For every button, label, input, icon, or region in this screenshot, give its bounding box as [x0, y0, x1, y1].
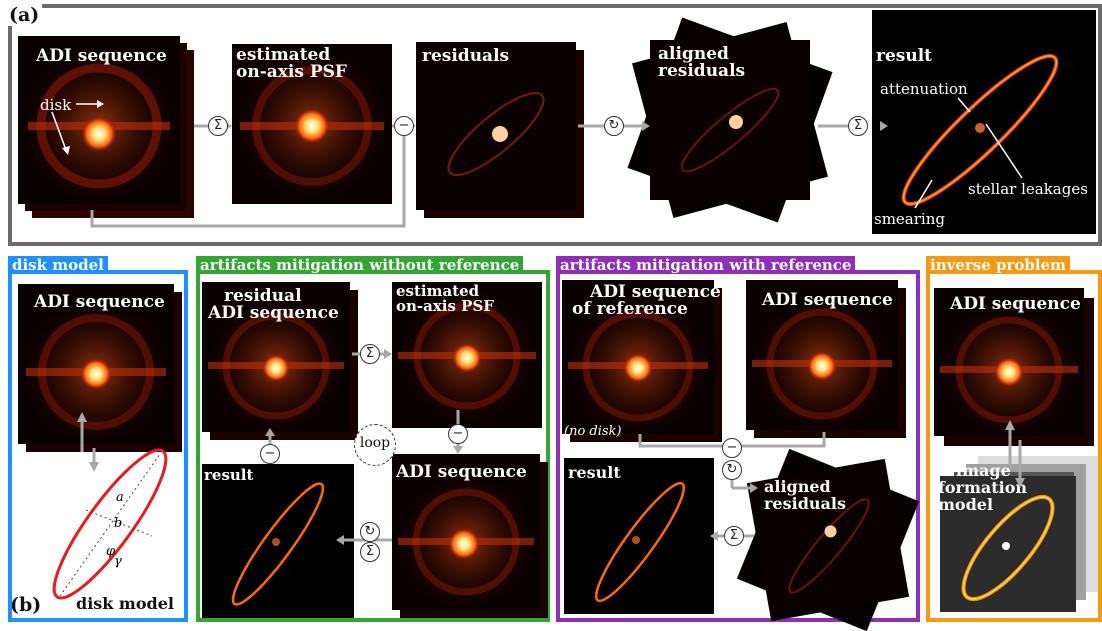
inverse-adi-label: ADI sequence [950, 294, 1081, 314]
residual-adi-label-2: ADI sequence [208, 303, 339, 323]
no-ref-adi-image [392, 454, 540, 610]
disk-annotation: disk [40, 96, 72, 114]
inverse-adi-image [934, 288, 1084, 436]
no-ref-psf-label-2: on-axis PSF [396, 297, 494, 315]
result-label: result [876, 46, 933, 66]
sum-operator: Σ [724, 526, 744, 546]
panel-a-label: (a) [6, 4, 43, 26]
no-disk-note: (no disk) [564, 424, 622, 439]
no-ref-title: artifacts mitigation without reference [196, 256, 524, 274]
minus-operator: − [260, 444, 280, 464]
residuals-label: residuals [422, 46, 510, 66]
disk-model-title: disk model [8, 256, 108, 274]
panel-b-label: (b) [8, 594, 44, 616]
with-ref-result-image [564, 458, 714, 614]
minus-operator: − [394, 116, 414, 136]
result-image [872, 10, 1096, 234]
psf-label-2: on-axis PSF [236, 62, 347, 82]
sum-operator: Σ [360, 344, 380, 364]
reference-label-1: ADI sequence [590, 282, 721, 302]
disk-gamma-label: γ [114, 554, 122, 569]
sum-operator: Σ [848, 116, 868, 136]
disk-phi-label: φ [106, 544, 116, 559]
panel-a-frame [8, 4, 1102, 246]
rotate-operator: ↻ [722, 460, 742, 480]
residual-adi-image [202, 282, 350, 432]
model-label-1: image [956, 461, 1011, 480]
loop-marker: loop [354, 424, 396, 466]
aligned-label-2: residuals [658, 61, 746, 81]
disk-model-caption: disk model [76, 594, 174, 613]
with-ref-aligned-label-2: residuals [764, 494, 846, 513]
sum-operator: Σ [360, 542, 380, 562]
with-ref-adi-image [746, 280, 898, 430]
psf-label-1: estimated [236, 45, 331, 65]
with-ref-result-label: result [568, 463, 621, 482]
with-ref-adi-label: ADI sequence [762, 290, 893, 310]
no-ref-result-image [202, 464, 354, 618]
aligned-residuals-image [650, 40, 810, 200]
adi-sequence-label: ADI sequence [36, 46, 167, 66]
residuals-image [416, 42, 576, 210]
disk-a-label: a [116, 490, 124, 505]
model-label-3: model [938, 495, 994, 514]
disk-model-adi-image [18, 284, 174, 444]
residual-adi-label-1: residual [224, 286, 302, 306]
no-ref-psf-image [392, 282, 542, 428]
sum-operator: Σ [208, 116, 228, 136]
minus-operator: − [722, 438, 742, 458]
inverse-title: inverse problem [926, 256, 1070, 274]
with-ref-aligned-image [746, 458, 910, 622]
loop-label: loop [359, 435, 391, 451]
smearing-label: smearing [874, 210, 945, 228]
rotate-operator: ↻ [604, 116, 624, 136]
disk-model-adi-label: ADI sequence [34, 292, 165, 312]
with-ref-title: artifacts mitigation with reference [556, 256, 856, 274]
with-ref-aligned-label-1: aligned [764, 477, 831, 496]
image-formation-model [940, 476, 1076, 612]
no-ref-psf-label-1: estimated [396, 282, 480, 300]
no-ref-result-label: result [204, 466, 254, 484]
model-label-2: formation [938, 478, 1028, 497]
disk-b-label: b [114, 516, 123, 531]
reference-label-2: of reference [572, 299, 688, 319]
minus-operator: − [448, 424, 468, 444]
rotate-operator: ↻ [360, 522, 380, 542]
no-ref-adi-label: ADI sequence [396, 462, 527, 482]
attenuation-label: attenuation [880, 80, 968, 98]
aligned-label-1: aligned [658, 44, 729, 64]
reference-adi-image [562, 280, 714, 434]
stellar-leakages-label: stellar leakages [968, 180, 1088, 198]
